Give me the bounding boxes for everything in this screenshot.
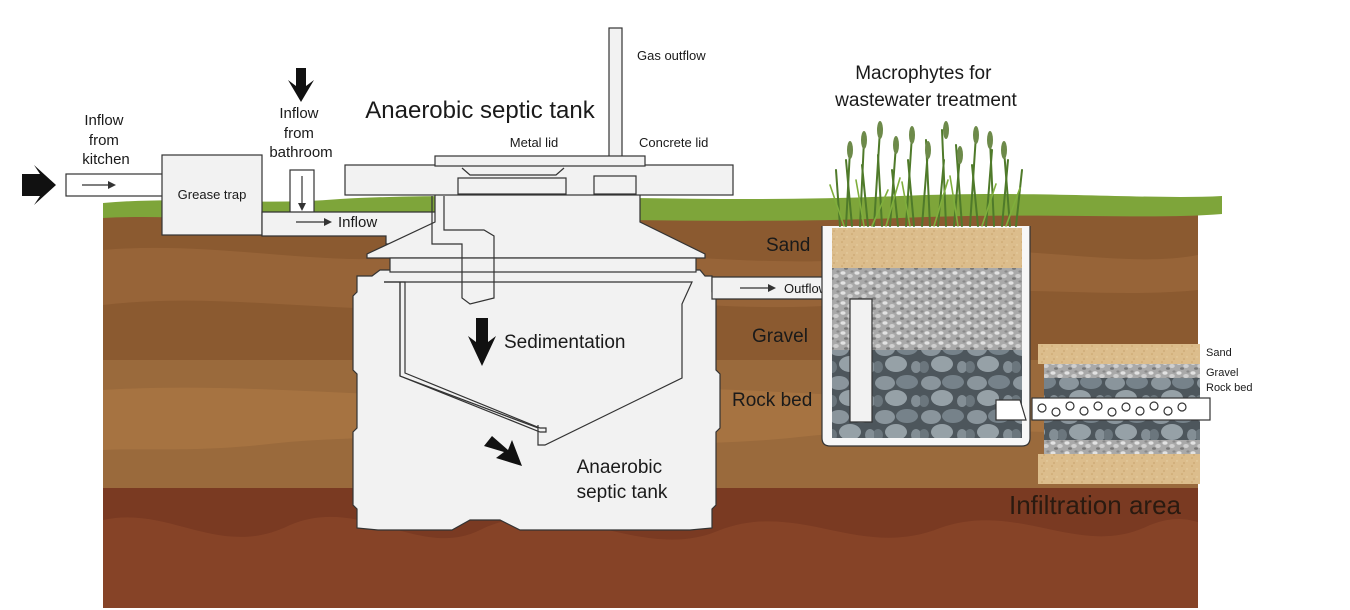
gravel-label: Gravel (752, 326, 808, 347)
inflow-kitchen-label: Inflow from kitchen (82, 112, 130, 168)
wetland-bed: Macrophytes for wastewater treatment (732, 63, 1031, 447)
sand-label: Sand (766, 235, 810, 256)
septic-tank: Anaerobic septic tank Gas outflow Metal … (344, 27, 734, 531)
concrete-lid-label: Concrete lid (639, 135, 708, 150)
wetland-sand-layer (832, 228, 1022, 268)
sedimentation-label: Sedimentation (504, 332, 625, 353)
rock-bed-label: Rock bed (732, 390, 812, 411)
inflow-pipe-label: Inflow (338, 214, 377, 231)
metal-lid-label: Metal lid (510, 135, 558, 150)
metal-lid (434, 155, 646, 167)
deep-soil-texture (103, 516, 1198, 608)
infiltration-sand-label: Sand (1206, 347, 1232, 359)
grease-trap-label: Grease trap (178, 187, 247, 202)
bathroom-inflow-arrow-icon (288, 68, 314, 102)
bathroom-inflow: Inflow from bathroom (269, 68, 333, 216)
infiltration-rock-bed-label: Rock bed (1206, 382, 1252, 394)
infiltration-area-label: Infiltration area (1009, 490, 1182, 520)
grease-trap: Grease trap (161, 154, 263, 236)
outflow-label: Outflow (784, 281, 829, 296)
kitchen-inflow: Inflow from kitchen (22, 112, 167, 205)
infiltration-gravel-label: Gravel (1206, 367, 1238, 379)
macrophytes-label: Macrophytes for wastewater treatment (834, 63, 1017, 111)
inflow-bathroom-label: Inflow from bathroom (269, 105, 332, 161)
gas-outflow-label: Gas outflow (637, 48, 706, 63)
tank-body-label: Anaerobic septic tank (577, 457, 668, 503)
tank-title: Anaerobic septic tank (365, 97, 595, 124)
perforation-holes (1037, 401, 1187, 417)
infiltration-area: Sand Gravel Rock bed Infiltration area (995, 344, 1252, 520)
kitchen-inflow-arrow-icon (22, 165, 56, 205)
sedimentation-arrow-icon (468, 318, 496, 366)
settling-arrow-icon (484, 436, 522, 466)
